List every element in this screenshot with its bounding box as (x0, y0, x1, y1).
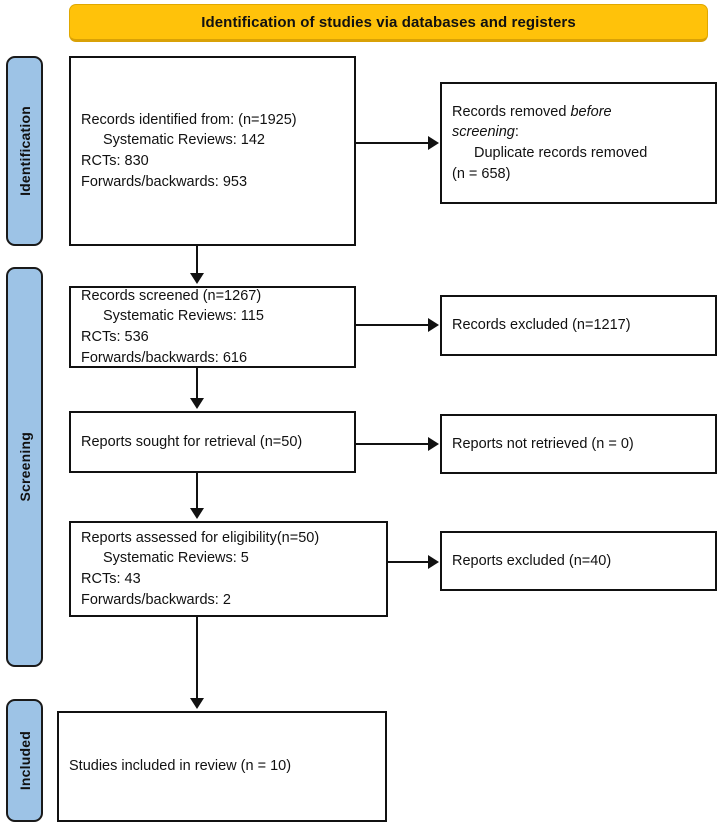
diagram-header-title: Identification of studies via databases … (201, 13, 576, 31)
connector-sought-to-not-retrieved (356, 443, 429, 445)
arrowhead-assessed-to-included (190, 698, 204, 709)
connector-sought-to-assessed (196, 473, 198, 510)
records-removed-line2-post: : (514, 124, 519, 141)
arrowhead-screened-to-sought (190, 398, 204, 409)
stage-rail-identification-label: Identification (16, 106, 33, 196)
box-reports-assessed: Reports assessed for eligibility(n=50) Sy… (69, 521, 388, 617)
reports-assessed-line4: Forwards/backwards: 2 (81, 591, 231, 608)
box-records-identified-text: Records identified from: (n=1925) Systema… (81, 110, 297, 192)
box-records-excluded-text: Records excluded (n=1217) (452, 317, 631, 334)
reports-assessed-line3: RCTs: 43 (81, 571, 141, 587)
arrowhead-screened-to-records-excluded (428, 318, 439, 332)
arrowhead-identified-to-removed (428, 136, 439, 150)
connector-identified-to-removed (356, 142, 429, 144)
reports-assessed-line1: Reports assessed for eligibility(n=50) (81, 529, 320, 546)
box-studies-included: Studies included in review (n = 10) (57, 711, 387, 822)
box-reports-not-retrieved-text: Reports not retrieved (n = 0) (452, 435, 634, 452)
connector-screened-to-sought (196, 368, 198, 400)
records-screened-line4: Forwards/backwards: 616 (81, 349, 248, 366)
stage-rail-included-label: Included (16, 730, 33, 791)
diagram-header-banner: Identification of studies via databases … (69, 4, 708, 42)
box-reports-excluded: Reports excluded (n=40) (440, 531, 717, 591)
connector-identified-to-screened (196, 246, 198, 276)
records-removed-line1-italic: before (570, 103, 612, 120)
box-records-removed: Records removed before screening: Duplicat… (440, 82, 717, 204)
box-records-screened: Records screened (n=1267) Systematic Revi… (69, 286, 356, 368)
stage-rail-identification: Identification (6, 56, 43, 246)
stage-rail-screening: Screening (6, 267, 43, 667)
records-identified-line4: Forwards/backwards: 953 (81, 173, 248, 190)
records-identified-line1: Records identified from: (n=1925) (81, 111, 297, 128)
records-identified-line3: RCTs: 830 (81, 153, 149, 169)
stage-rail-screening-label: Screening (16, 432, 33, 502)
box-reports-not-retrieved: Reports not retrieved (n = 0) (440, 414, 717, 474)
records-removed-line4: (n = 658) (452, 165, 511, 182)
box-studies-included-text: Studies included in review (n = 10) (69, 758, 292, 775)
arrowhead-assessed-to-reports-excluded (428, 555, 439, 569)
records-screened-line3: RCTs: 536 (81, 329, 149, 345)
connector-assessed-to-reports-excluded (388, 561, 429, 563)
box-reports-sought: Reports sought for retrieval (n=50) (69, 411, 356, 473)
box-records-removed-text: Records removed before screening: Duplicat… (452, 102, 647, 184)
arrowhead-sought-to-assessed (190, 508, 204, 519)
box-reports-assessed-text: Reports assessed for eligibility(n=50) Sy… (81, 528, 319, 610)
box-records-excluded: Records excluded (n=1217) (440, 295, 717, 356)
records-screened-line2: Systematic Reviews: 115 (103, 308, 264, 325)
connector-screened-to-records-excluded (356, 324, 429, 326)
records-identified-line2: Systematic Reviews: 142 (103, 132, 265, 149)
arrowhead-sought-to-not-retrieved (428, 437, 439, 451)
records-screened-line1: Records screened (n=1267) (81, 287, 262, 304)
stage-rail-included: Included (6, 699, 43, 822)
box-reports-excluded-text: Reports excluded (n=40) (452, 552, 612, 569)
box-reports-sought-text: Reports sought for retrieval (n=50) (81, 433, 303, 450)
records-removed-line1-pre: Records removed (452, 103, 571, 120)
reports-assessed-line2: Systematic Reviews: 5 (103, 550, 249, 567)
records-removed-line3: Duplicate records removed (474, 145, 648, 161)
records-removed-line2-italic: screening (452, 124, 515, 141)
arrowhead-identified-to-screened (190, 273, 204, 284)
box-records-screened-text: Records screened (n=1267) Systematic Revi… (81, 286, 264, 368)
box-records-identified: Records identified from: (n=1925) Systema… (69, 56, 356, 246)
connector-assessed-to-included (196, 617, 198, 699)
